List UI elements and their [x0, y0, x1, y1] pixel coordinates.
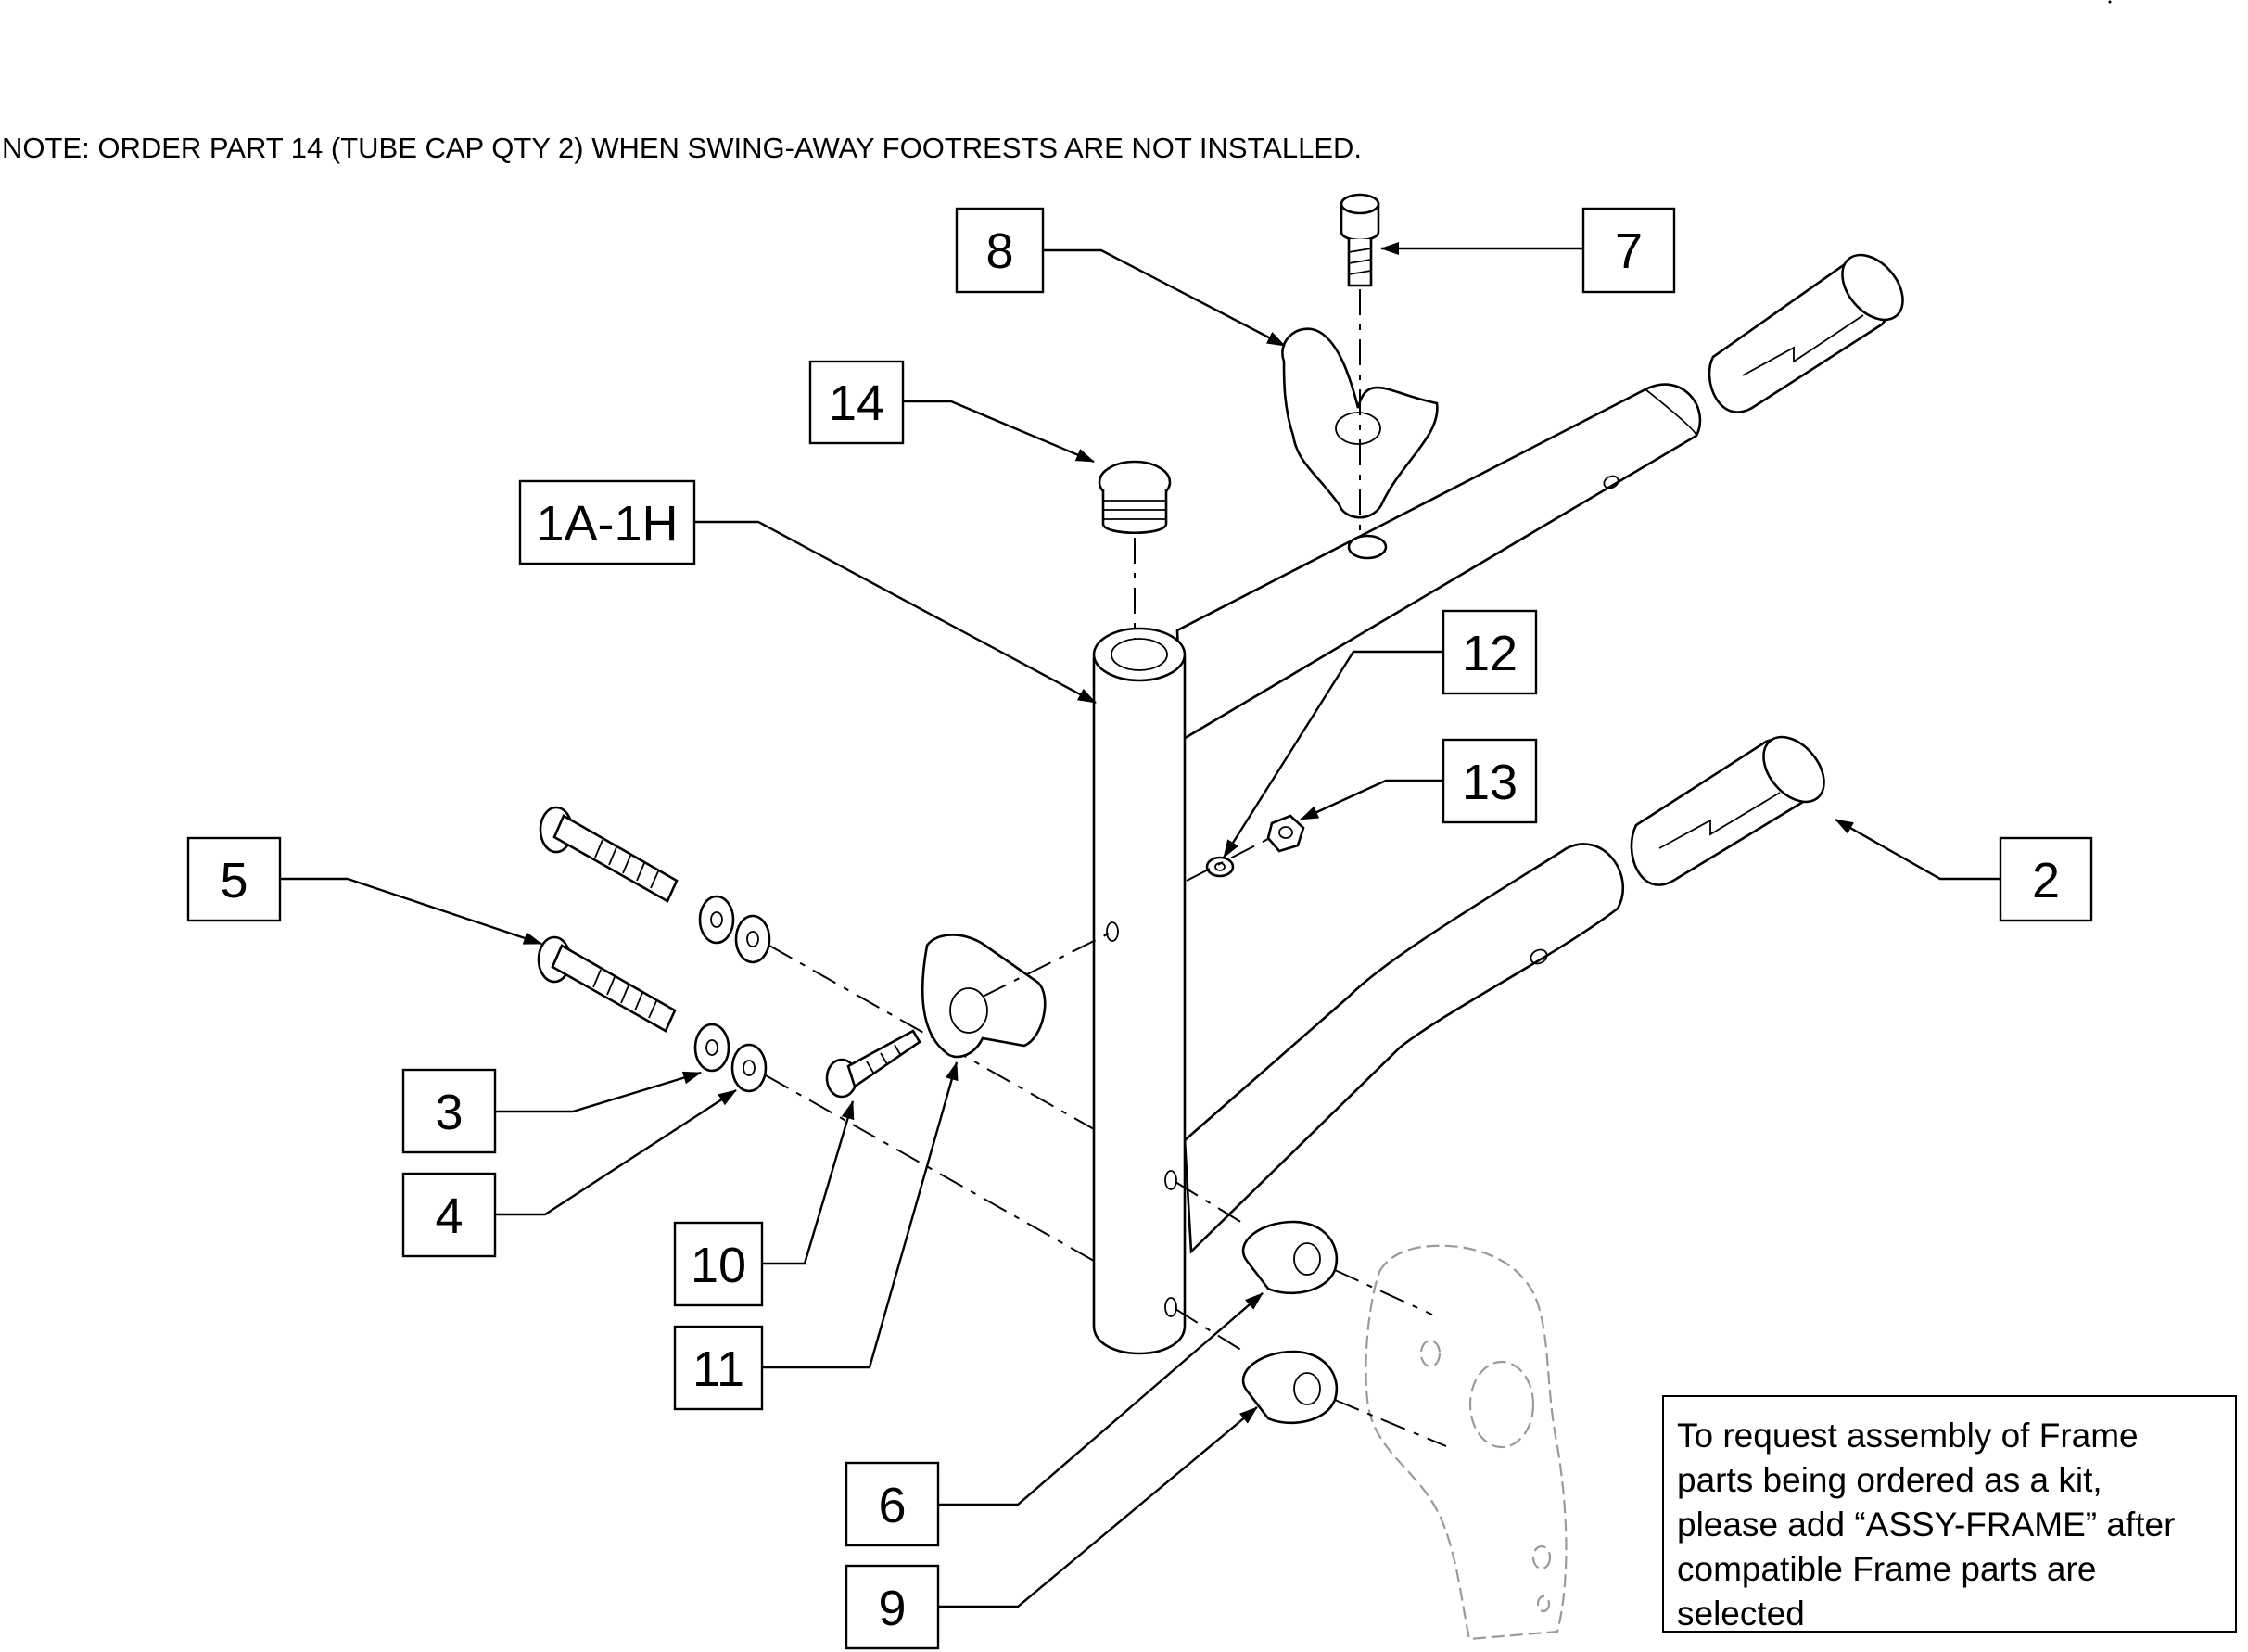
bumper-part-9: [1241, 1350, 1339, 1425]
leader-lines: [280, 242, 2000, 1608]
washers-upper: [698, 895, 771, 964]
bolt-part-5-lower: [537, 935, 677, 1033]
info-line: To request assembly of Frame: [1677, 1417, 2139, 1455]
callout-2: 2: [1999, 836, 2093, 922]
info-line: please add “ASSY-FRAME” after: [1677, 1506, 2176, 1544]
callout-4: 4: [401, 1172, 497, 1258]
svg-text:7: 7: [1615, 223, 1643, 279]
upper-side-tube: [1175, 383, 1702, 743]
lower-side-tube: [1183, 843, 1624, 1254]
tube-cap-part-14: [1098, 460, 1172, 535]
lower-tube-insert: [1630, 735, 1825, 886]
nut-part-13: [1266, 814, 1305, 853]
callout-6: 6: [845, 1461, 940, 1547]
main-frame-tube: [1092, 627, 1187, 1355]
svg-text:2: 2: [2032, 853, 2060, 909]
svg-text:1A-1H: 1A-1H: [536, 496, 678, 552]
svg-text:6: 6: [878, 1478, 906, 1533]
callout-14: 14: [808, 360, 905, 445]
svg-text:4: 4: [435, 1188, 463, 1244]
upper-tube-insert: [1708, 253, 1904, 413]
callout-10: 10: [673, 1221, 764, 1307]
svg-text:13: 13: [1462, 755, 1518, 810]
washers-lower: [693, 1023, 768, 1093]
callout-9: 9: [845, 1564, 940, 1650]
callout-7: 7: [1581, 207, 1676, 294]
svg-text:14: 14: [829, 375, 884, 431]
swing-away-bracket-ghost: [1365, 1244, 1568, 1641]
svg-text:5: 5: [220, 853, 248, 909]
callout-8: 8: [955, 207, 1045, 294]
callout-12: 12: [1442, 609, 1538, 695]
svg-text:9: 9: [878, 1581, 906, 1636]
callout-5: 5: [186, 836, 282, 922]
info-line: parts being ordered as a kit,: [1677, 1461, 2102, 1499]
flat-screw-part-10: [825, 1029, 921, 1099]
callout-13: 13: [1442, 738, 1538, 824]
clamp-part-8: [1281, 327, 1439, 560]
socket-screw-part-7: [1340, 193, 1380, 287]
assembly-request-note: To request assembly of Frame parts being…: [1662, 1395, 2237, 1633]
callout-11: 11: [673, 1325, 764, 1411]
svg-text:8: 8: [985, 223, 1013, 279]
callout-3: 3: [401, 1068, 497, 1154]
order-note: NOTE: ORDER PART 14 (TUBE CAP QTY 2) WHE…: [2, 132, 1363, 164]
svg-text:11: 11: [692, 1341, 744, 1397]
bumper-part-6: [1241, 1220, 1339, 1295]
bolt-part-5-upper: [539, 806, 679, 903]
info-line: compatible Frame parts are: [1677, 1550, 2097, 1588]
washer-part-12: [1205, 856, 1235, 878]
svg-text:3: 3: [435, 1085, 463, 1140]
callout-1a-1h: 1A-1H: [518, 479, 696, 565]
info-line: selected: [1677, 1595, 1805, 1633]
svg-text:10: 10: [691, 1238, 746, 1293]
svg-text:12: 12: [1462, 626, 1518, 681]
corner-dot: [2108, 0, 2112, 4]
